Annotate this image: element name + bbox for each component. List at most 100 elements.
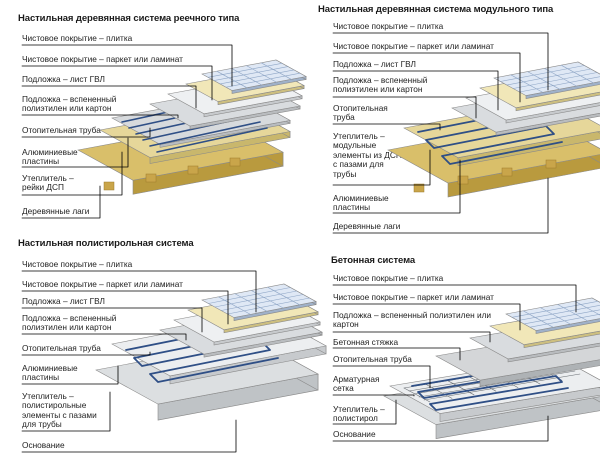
p3-label-insulation: Утеплитель – полистирольные элементы с п… bbox=[22, 391, 97, 430]
p2-leader-foam bbox=[332, 96, 477, 119]
p1-tile-top bbox=[201, 59, 307, 91]
p4-leader-mesh bbox=[332, 394, 415, 397]
panel-1-title: Настильная деревянная система реечного т… bbox=[18, 13, 240, 24]
p4-leader-laminate bbox=[332, 303, 521, 331]
p2-label-gvl: Подложка – лист ГВЛ bbox=[333, 59, 417, 69]
p3-leader-tile bbox=[21, 270, 257, 313]
p2-tile-grid bbox=[560, 64, 594, 84]
p3-tile-grid bbox=[234, 293, 268, 312]
p1-tile-grid bbox=[231, 68, 262, 86]
p4-mesh bbox=[418, 370, 576, 398]
p2-joist-end bbox=[457, 175, 469, 185]
p1-pipe-run bbox=[149, 121, 261, 147]
p1-leader-laminate bbox=[21, 65, 213, 101]
p1-pipe-run bbox=[156, 127, 268, 153]
p3-tile-grid bbox=[250, 290, 284, 309]
p2-leader-pipe bbox=[332, 123, 441, 131]
p4-tile-grid bbox=[523, 309, 600, 325]
p3-tile-grid bbox=[220, 294, 304, 311]
p3-label-aluminium: Алюминиевые пластины bbox=[22, 363, 78, 383]
p2-tile-grid bbox=[510, 74, 544, 93]
p2-tile-grid bbox=[519, 76, 600, 93]
p2-leader-laminate bbox=[332, 52, 521, 103]
p3-leader-gvl bbox=[21, 307, 203, 333]
p4-tile-grid bbox=[522, 310, 554, 328]
p1-joist-end bbox=[187, 165, 199, 175]
p4-label-base: Основание bbox=[333, 429, 376, 439]
p4-label-screed: Бетонная стяжка bbox=[333, 337, 399, 347]
p2-leader-tile bbox=[332, 32, 549, 91]
p4-label-mesh: Арматурная сетка bbox=[333, 374, 380, 394]
p1-leader-foam bbox=[21, 114, 179, 119]
p3-tile-grid bbox=[218, 296, 251, 315]
p1-tile-grid bbox=[260, 62, 292, 80]
p2-leader-aluminium bbox=[332, 159, 461, 214]
p4-label-foam: Подложка – вспененный полиэтилен или кар… bbox=[333, 310, 492, 330]
p1-label-gvl: Подложка – лист ГВЛ bbox=[22, 74, 106, 84]
p2-label-aluminium: Алюминиевые пластины bbox=[333, 193, 389, 213]
p4-label-insulation: Утеплитель – полистирол bbox=[333, 404, 385, 424]
p3-label-base: Основание bbox=[22, 440, 65, 450]
p2-tile-grid bbox=[527, 71, 560, 90]
p1-label-foam: Подложка – вспененный полиэтилен или кар… bbox=[22, 94, 117, 114]
panel-2-title: Настильная деревянная система модульного… bbox=[318, 4, 554, 15]
p1-joist-end bbox=[145, 173, 157, 183]
p2-label-joists: Деревянные лаги bbox=[333, 221, 401, 231]
p4-label-pipe: Отопительная труба bbox=[333, 354, 412, 364]
p4-leader-base bbox=[332, 415, 549, 442]
p4-label-laminate: Чистовое покрытие – паркет или ламинат bbox=[333, 292, 494, 302]
p1-label-joists: Деревянные лаги bbox=[22, 206, 90, 216]
p2-label-tile: Чистовое покрытие – плитка bbox=[333, 21, 444, 31]
p3-leader-base bbox=[21, 419, 237, 453]
p3-tile-grid bbox=[208, 287, 291, 304]
p4-tile-grid bbox=[529, 313, 600, 328]
p1-leader-gvl bbox=[21, 85, 197, 109]
p4-leader-foam bbox=[332, 331, 491, 343]
p2-tile-grid bbox=[500, 65, 585, 82]
p2-tile-grid bbox=[544, 68, 577, 87]
p4-tile-grid bbox=[557, 304, 588, 322]
p1-leader-joists bbox=[21, 185, 101, 219]
p3-label-laminate: Чистовое покрытие – паркет или ламинат bbox=[22, 279, 183, 289]
p2-leader-joists bbox=[332, 177, 549, 234]
p3-tile-grid bbox=[227, 297, 310, 315]
p4-leader-tile bbox=[332, 284, 577, 313]
p1-leader-slats bbox=[21, 151, 123, 196]
p1-label-tile: Чистовое покрытие – плитка bbox=[22, 33, 133, 43]
p3-leader-foam bbox=[21, 333, 187, 341]
p2-leader-modules bbox=[332, 149, 431, 186]
p3-leader-pipe bbox=[21, 351, 151, 356]
p1-label-aluminium: Алюминиевые пластины bbox=[22, 147, 78, 167]
p1-leader-aluminium bbox=[21, 137, 129, 168]
p3-label-pipe: Отопительная труба bbox=[22, 343, 101, 353]
p2-label-laminate: Чистовое покрытие – паркет или ламинат bbox=[333, 41, 494, 51]
p1-label-pipe: Отопительная труба bbox=[22, 125, 101, 135]
p3-leader-polystyrene bbox=[21, 391, 111, 432]
p1-leader-tile bbox=[21, 44, 233, 87]
p4-tile-grid bbox=[517, 305, 600, 321]
p1-label-laminate: Чистовое покрытие – паркет или ламинат bbox=[22, 54, 183, 64]
p2-label-pipe: Отопительная труба bbox=[333, 103, 388, 123]
p2-label-foam: Подложка – вспененный полиэтилен или кар… bbox=[333, 75, 428, 95]
p4-leader-pipe bbox=[332, 365, 431, 389]
p4-label-tile: Чистовое покрытие – плитка bbox=[333, 273, 444, 283]
p1-tile-grid bbox=[246, 65, 277, 83]
p4-leader-insulation bbox=[332, 399, 397, 425]
panel-3-title: Настильная полистирольная система bbox=[18, 238, 194, 249]
p4-mesh bbox=[423, 373, 581, 401]
p1-joist-end bbox=[103, 181, 115, 191]
p3-leader-aluminium bbox=[21, 365, 119, 385]
p4-leader-screed bbox=[332, 347, 461, 361]
p2-tile-grid bbox=[506, 68, 592, 86]
p1-leader-pipe bbox=[21, 127, 151, 138]
p2-joist-end bbox=[545, 159, 557, 169]
p2-leader-gvl bbox=[332, 70, 499, 111]
p1-label-insulation: Утеплитель – рейки ДСП bbox=[22, 173, 74, 193]
p2-joist-end bbox=[413, 183, 425, 193]
p3-leader-laminate bbox=[21, 290, 229, 325]
p1-tile-grid bbox=[225, 72, 301, 88]
p3-label-foam: Подложка – вспененный полиэтилен или кар… bbox=[22, 313, 117, 333]
p3-label-gvl: Подложка – лист ГВЛ bbox=[22, 296, 106, 306]
p2-label-insulation: Утеплитель – модульные элементы из ДСП с… bbox=[333, 131, 402, 179]
